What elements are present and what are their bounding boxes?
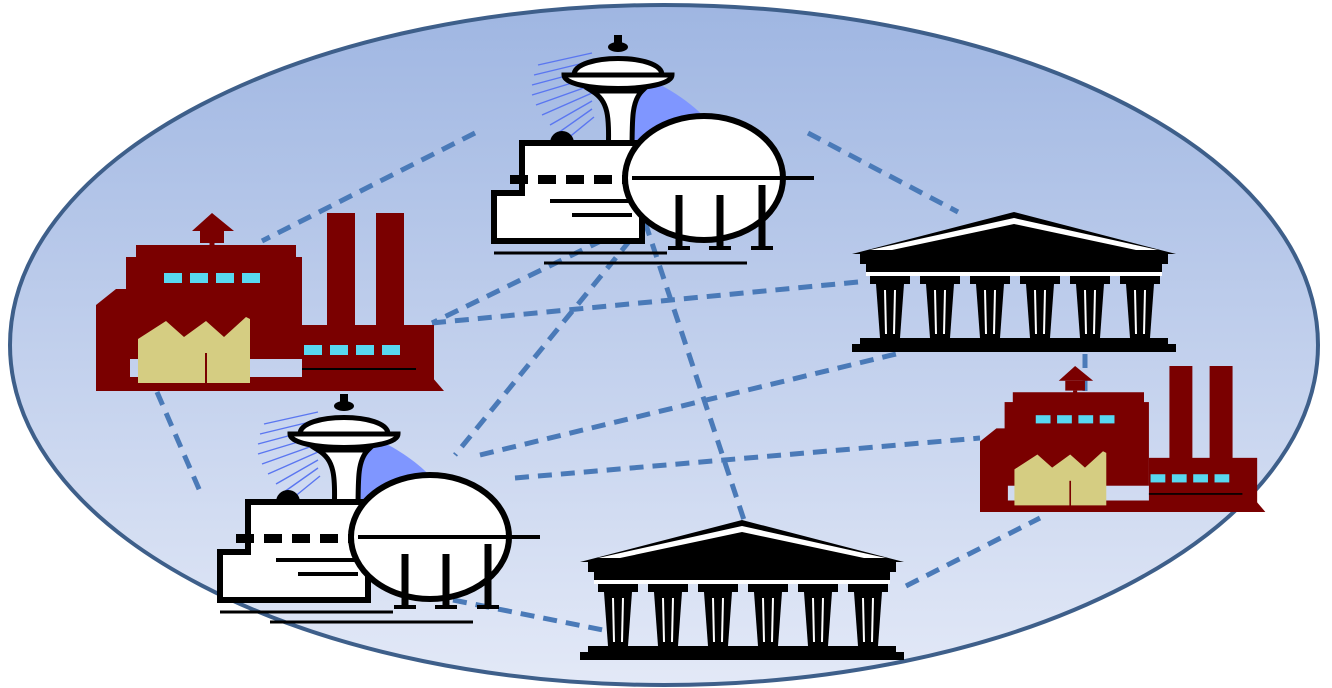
connector [431, 279, 859, 326]
connector [260, 130, 477, 244]
connector [514, 435, 981, 481]
connector [453, 220, 647, 457]
connector [904, 515, 1042, 589]
connector [806, 130, 960, 215]
connector-lines [154, 130, 1088, 633]
connector [154, 391, 205, 497]
connector [479, 351, 897, 458]
connector [642, 221, 747, 521]
